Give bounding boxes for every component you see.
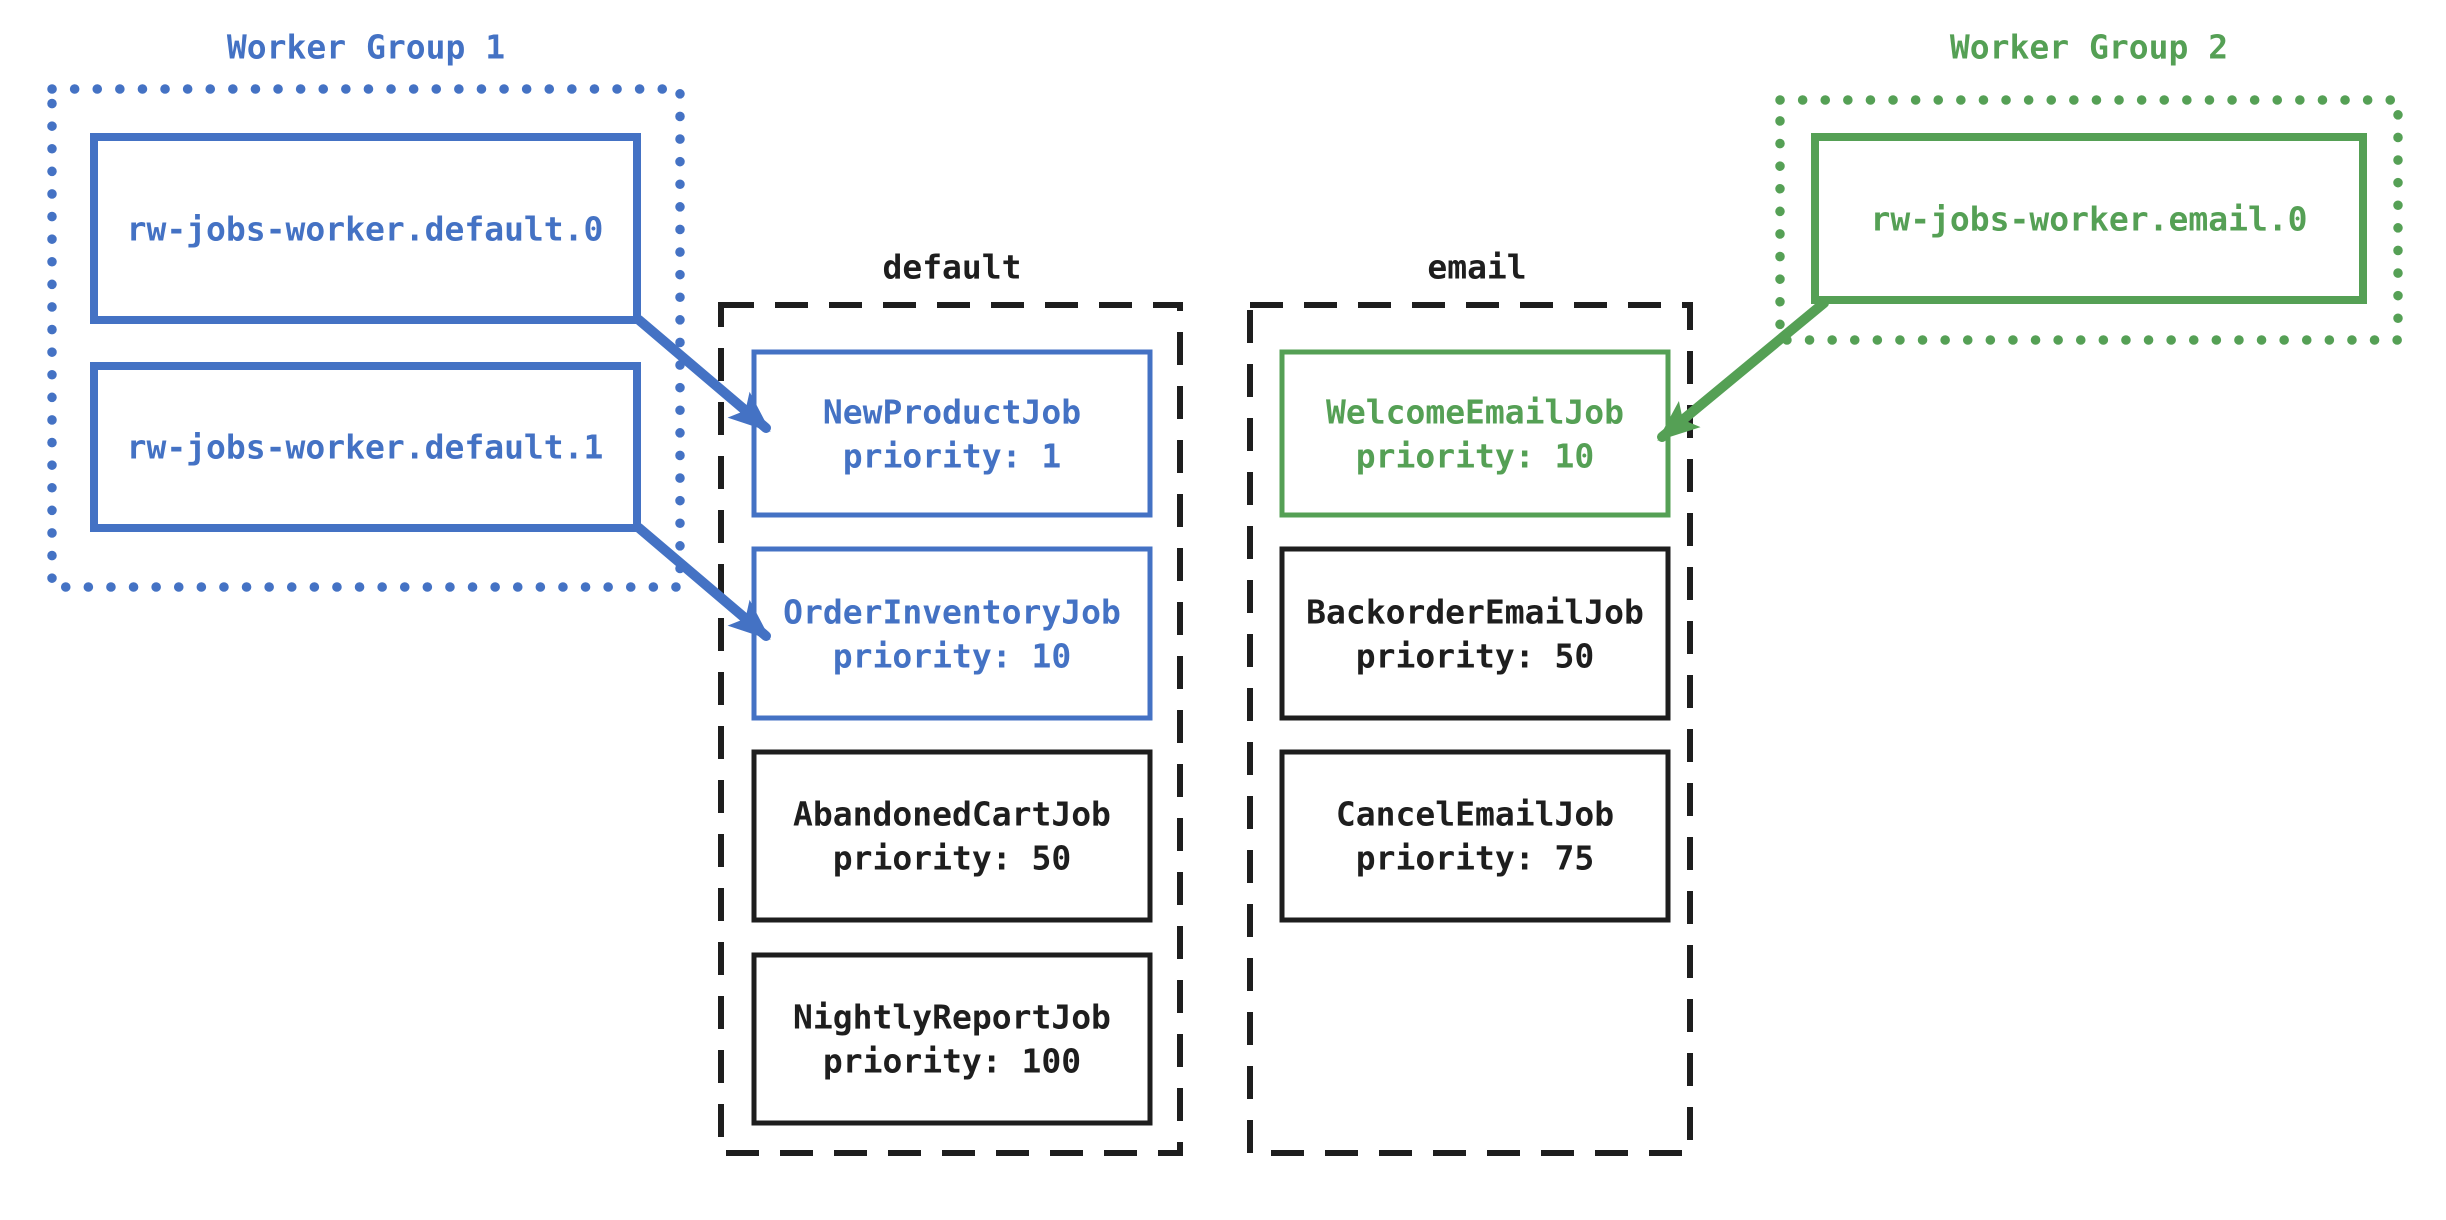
job-box [1279, 349, 1671, 518]
assignment-arrows [634, 298, 1829, 641]
job-box-abandoned-cart: AbandonedCartJob priority: 50 [751, 749, 1153, 923]
worker-node-default-1: rw-jobs-worker.default.1 [90, 362, 641, 532]
job-priority: priority: 100 [823, 1042, 1081, 1081]
job-box-cancel-email: CancelEmailJob priority: 75 [1279, 749, 1671, 923]
job-name: NewProductJob [823, 393, 1081, 432]
worker-label: rw-jobs-worker.default.1 [127, 428, 604, 467]
arrow-default-0-to-new-product [634, 315, 771, 433]
job-priority: priority: 50 [1356, 637, 1594, 676]
job-box-welcome-email: WelcomeEmailJob priority: 10 [1279, 349, 1671, 518]
job-box-nightly-report: NightlyReportJob priority: 100 [751, 952, 1153, 1126]
worker-node-email-0: rw-jobs-worker.email.0 [1811, 133, 2367, 304]
job-box-backorder-email: BackorderEmailJob priority: 50 [1279, 546, 1671, 721]
worker-group-1: Worker Group 1 rw-jobs-worker.default.0 … [47, 28, 685, 592]
job-box [751, 952, 1153, 1126]
arrow-email-0-to-welcome-email [1657, 298, 1829, 442]
queue-email-title: email [1427, 248, 1526, 287]
job-box-new-product: NewProductJob priority: 1 [751, 349, 1153, 518]
job-name: AbandonedCartJob [793, 795, 1111, 834]
job-priority: priority: 50 [833, 839, 1071, 878]
worker-label: rw-jobs-worker.email.0 [1870, 200, 2307, 239]
job-priority: priority: 10 [833, 637, 1071, 676]
job-priority: priority: 1 [843, 437, 1062, 476]
job-box [1279, 749, 1671, 923]
job-priority: priority: 10 [1356, 437, 1594, 476]
queue-default-title: default [882, 248, 1021, 287]
arrow-default-1-to-order-inventory [634, 523, 771, 641]
worker-group-2: Worker Group 2 rw-jobs-worker.email.0 [1775, 28, 2403, 345]
job-box [751, 546, 1153, 721]
queue-default: default NewProductJob priority: 1 OrderI… [718, 248, 1183, 1156]
job-name: WelcomeEmailJob [1326, 393, 1624, 432]
job-box [751, 749, 1153, 923]
queue-default-boundary [718, 302, 1183, 1156]
queue-email: email WelcomeEmailJob priority: 10 Backo… [1247, 248, 1693, 1156]
worker-node-default-0: rw-jobs-worker.default.0 [90, 133, 641, 324]
worker-group-2-title: Worker Group 2 [1950, 28, 2228, 67]
job-box [751, 349, 1153, 518]
job-name: BackorderEmailJob [1306, 593, 1644, 632]
job-box [1279, 546, 1671, 721]
job-name: OrderInventoryJob [783, 593, 1121, 632]
worker-label: rw-jobs-worker.default.0 [127, 210, 604, 249]
worker-group-1-title: Worker Group 1 [227, 28, 505, 67]
worker-group-1-boundary [47, 84, 685, 592]
job-name: CancelEmailJob [1336, 795, 1614, 834]
job-box-order-inventory: OrderInventoryJob priority: 10 [751, 546, 1153, 721]
job-name: NightlyReportJob [793, 998, 1111, 1037]
queue-email-boundary [1247, 302, 1693, 1156]
worker-box [90, 362, 641, 532]
worker-box [90, 133, 641, 324]
job-priority: priority: 75 [1356, 839, 1594, 878]
worker-box [1811, 133, 2367, 304]
